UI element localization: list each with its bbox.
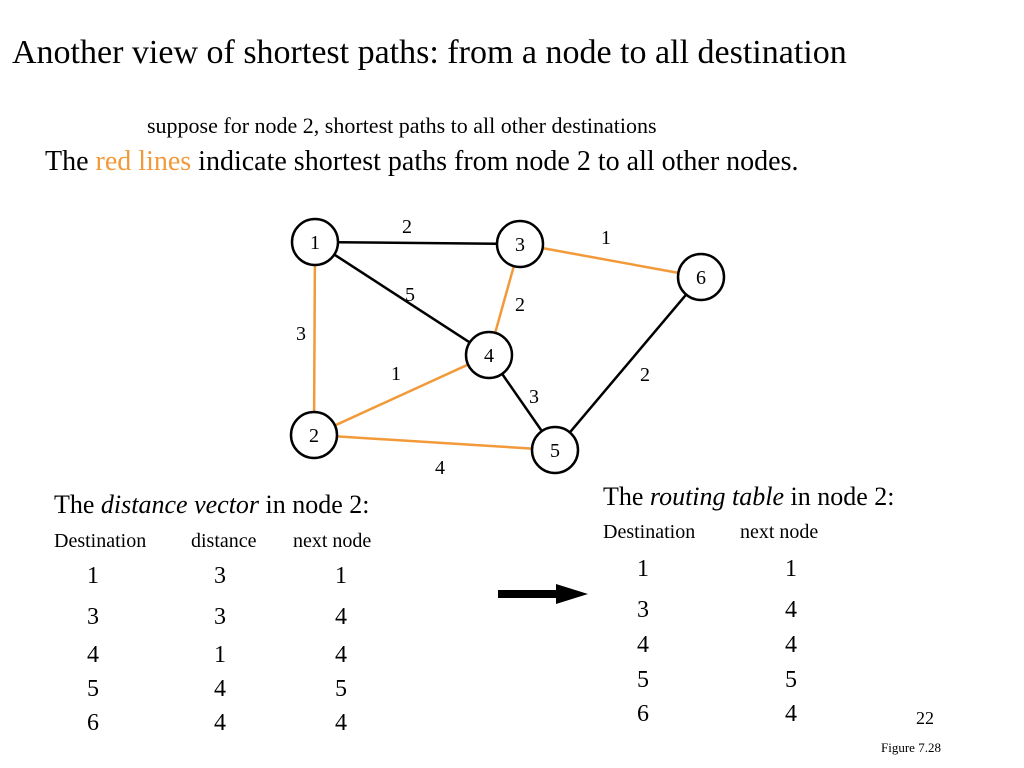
dv-col-distance: distance xyxy=(191,530,257,552)
rt-cell-r3-c0: 5 xyxy=(637,667,649,693)
rt-col-next-node: next node xyxy=(740,521,819,543)
rt-cell-r4-c0: 6 xyxy=(637,701,649,727)
rt-heading-suffix: in node 2: xyxy=(784,482,895,511)
slide-title: Another view of shortest paths: from a n… xyxy=(12,34,847,71)
subtitle-small: suppose for node 2, shortest paths to al… xyxy=(147,113,657,138)
node-label-1: 1 xyxy=(310,232,320,254)
rt-cell-r1-c1: 4 xyxy=(785,597,797,623)
edge-weight-3-6: 1 xyxy=(601,227,611,249)
edge-weight-1-3: 2 xyxy=(402,216,412,238)
subtitle-highlight: red lines xyxy=(95,146,192,177)
rt-cell-r1-c0: 3 xyxy=(637,597,649,623)
edge-6-5 xyxy=(568,293,688,434)
edge-weight-3-4: 2 xyxy=(515,294,525,316)
distance-vector-heading: The distance vector in node 2: xyxy=(54,490,370,520)
dv-cell-r3-c1: 4 xyxy=(214,676,226,702)
edge-1-4 xyxy=(333,253,471,344)
edge-weight-1-2: 3 xyxy=(296,323,306,345)
node-circle-3 xyxy=(495,219,545,269)
node-6: 6 xyxy=(676,252,726,302)
node-circle-2 xyxy=(289,410,339,460)
dv-heading-em: distance vector xyxy=(100,490,260,519)
edge-weight-1-4: 5 xyxy=(405,284,415,306)
edge-3-6 xyxy=(542,246,679,275)
node-label-6: 6 xyxy=(696,267,706,289)
edge-weight-2-4: 1 xyxy=(391,363,401,385)
rt-cell-r4-c1: 4 xyxy=(785,701,797,727)
edge-2-4 xyxy=(334,363,469,427)
rt-cell-r3-c1: 5 xyxy=(785,667,797,693)
routing-table-heading: The routing table in node 2: xyxy=(603,482,895,512)
edge-weight-6-5: 2 xyxy=(640,364,650,386)
dv-cell-r2-c2: 4 xyxy=(335,642,347,668)
edge-4-5 xyxy=(501,373,543,432)
subtitle: The red lines indicate shortest paths fr… xyxy=(45,146,798,178)
rt-heading-prefix: The xyxy=(603,482,650,511)
node-label-2: 2 xyxy=(309,425,319,447)
right-arrow-icon xyxy=(498,584,588,604)
rt-cell-r2-c1: 4 xyxy=(785,632,797,658)
rt-cell-r0-c1: 1 xyxy=(785,556,797,582)
node-circle-4 xyxy=(464,330,514,380)
rt-heading-em: routing table xyxy=(649,482,785,511)
node-circle-5 xyxy=(530,425,580,475)
rt-col-destination: Destination xyxy=(603,521,696,543)
edge-weight-4-5: 3 xyxy=(529,386,539,408)
graph-edges xyxy=(312,240,688,450)
page-number: 22 xyxy=(916,708,934,728)
graph-nodes: 1 3 6 4 2 5 xyxy=(289,217,726,475)
node-4: 4 xyxy=(464,330,514,380)
node-circle-6 xyxy=(676,252,726,302)
dv-heading-prefix: The xyxy=(54,490,101,519)
dv-cell-r4-c2: 4 xyxy=(335,710,347,736)
node-2: 2 xyxy=(289,410,339,460)
rt-cell-r2-c0: 4 xyxy=(637,632,649,658)
dv-cell-r1-c1: 3 xyxy=(214,604,226,630)
graph-edge-labels: 2 1 5 2 3 1 3 2 4 xyxy=(296,216,650,479)
dv-cell-r1-c2: 4 xyxy=(335,604,347,630)
figure-label: Figure 7.28 xyxy=(881,740,941,755)
node-label-5: 5 xyxy=(550,440,560,462)
dv-heading-suffix: in node 2: xyxy=(259,490,370,519)
node-label-3: 3 xyxy=(515,234,525,256)
dv-cell-r3-c0: 5 xyxy=(87,676,99,702)
edge-weight-2-5: 4 xyxy=(435,457,445,479)
rt-cell-r0-c0: 1 xyxy=(637,556,649,582)
dv-col-destination: Destination xyxy=(54,530,147,552)
node-5: 5 xyxy=(530,425,580,475)
edge-3-4 xyxy=(493,265,516,334)
node-circle-1 xyxy=(290,217,340,267)
dv-cell-r4-c0: 6 xyxy=(87,710,99,736)
dv-cell-r0-c0: 1 xyxy=(87,563,99,589)
node-1: 1 xyxy=(290,217,340,267)
edge-1-2 xyxy=(312,264,317,413)
node-3: 3 xyxy=(495,219,545,269)
node-label-4: 4 xyxy=(484,345,494,367)
dv-cell-r2-c0: 4 xyxy=(87,642,99,668)
edge-2-5 xyxy=(336,435,533,450)
dv-cell-r0-c1: 3 xyxy=(214,563,226,589)
dv-cell-r2-c1: 1 xyxy=(214,642,226,668)
dv-cell-r3-c2: 5 xyxy=(335,676,347,702)
edge-1-3 xyxy=(337,240,498,246)
subtitle-suffix: indicate shortest paths from node 2 to a… xyxy=(191,146,799,177)
dv-cell-r1-c0: 3 xyxy=(87,604,99,630)
dv-cell-r0-c2: 1 xyxy=(335,563,347,589)
dv-col-next-node: next node xyxy=(293,530,372,552)
dv-cell-r4-c1: 4 xyxy=(214,710,226,736)
subtitle-prefix: The xyxy=(45,146,96,177)
